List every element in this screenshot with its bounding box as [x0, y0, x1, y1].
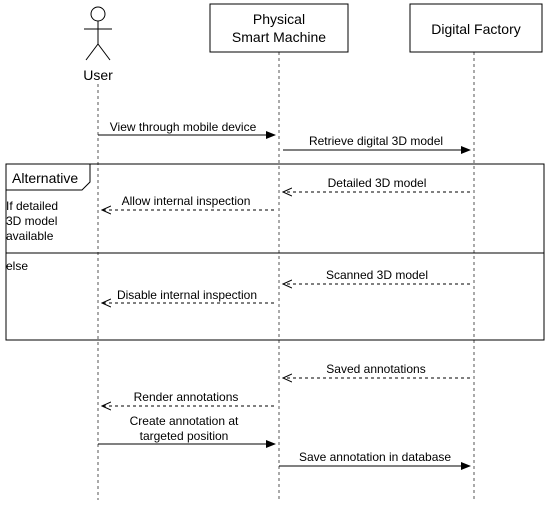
- render-annotations-label: Render annotations: [134, 390, 239, 404]
- disable-inspection-label: Disable internal inspection: [117, 288, 257, 302]
- alt-fragment-frame: [5, 163, 545, 341]
- detailed-model-label: Detailed 3D model: [328, 176, 427, 190]
- save-annotation-db-label: Save annotation in database: [299, 450, 451, 464]
- machine-participant-box: [209, 3, 349, 53]
- factory-label: Digital Factory: [431, 21, 520, 37]
- guard-line1: If detailed: [6, 199, 58, 213]
- alt-fragment-tab: [5, 163, 91, 191]
- user-label: User: [83, 67, 113, 83]
- saved-annotations-label: Saved annotations: [326, 362, 425, 376]
- retrieve-model-label: Retrieve digital 3D model: [309, 134, 443, 148]
- alt-fragment-label: Alternative: [12, 170, 78, 186]
- create-annotation-label-line2: targeted position: [140, 429, 229, 443]
- machine-label-line1: Physical: [253, 11, 305, 27]
- guard-line2: 3D model: [6, 214, 57, 228]
- view-mobile-label: View through mobile device: [110, 120, 257, 134]
- user-actor-icon: [84, 6, 112, 61]
- machine-label-line2: Smart Machine: [232, 29, 326, 45]
- factory-participant-box: [409, 3, 543, 53]
- else-label: else: [6, 259, 28, 273]
- create-annotation-label-line1: Create annotation at: [130, 414, 239, 428]
- scanned-model-label: Scanned 3D model: [326, 268, 428, 282]
- guard-line3: available: [6, 229, 54, 243]
- allow-inspection-label: Allow internal inspection: [122, 194, 251, 208]
